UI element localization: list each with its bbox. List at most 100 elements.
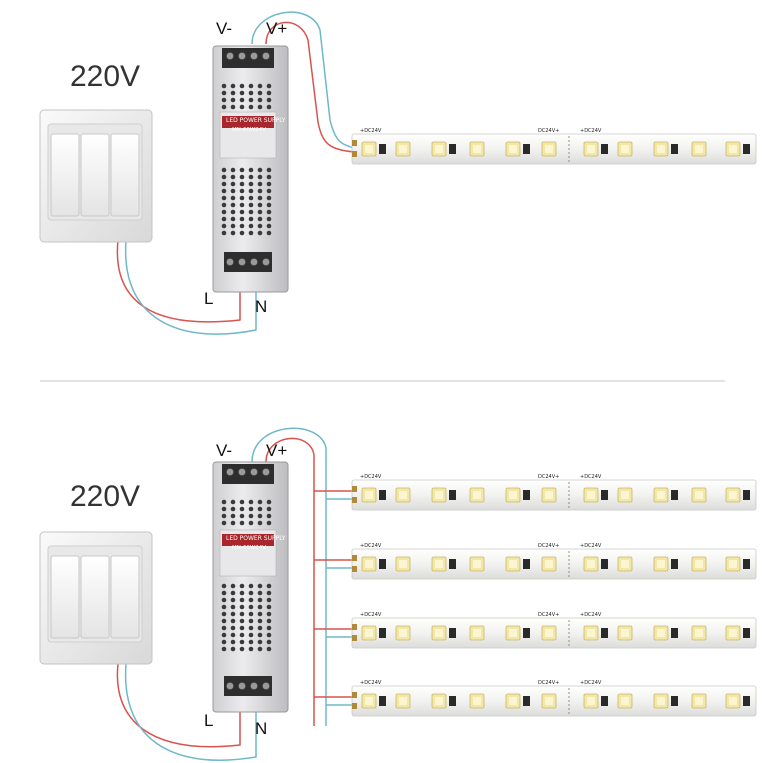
vent-hole bbox=[257, 520, 263, 526]
vent-hole bbox=[257, 632, 263, 638]
vent-hole bbox=[239, 188, 245, 194]
led-chip-core bbox=[399, 145, 407, 153]
vent-hole bbox=[239, 181, 245, 187]
strip-mid-left: DC24V+ bbox=[538, 680, 559, 686]
vent-hole bbox=[266, 83, 272, 89]
vent-hole bbox=[257, 625, 263, 631]
vent-hole bbox=[266, 209, 272, 215]
led-chip-core bbox=[365, 145, 373, 153]
strip-mid-right: +DC24V bbox=[580, 474, 602, 480]
vent-hole bbox=[221, 223, 227, 229]
resistor bbox=[671, 628, 678, 638]
vent-hole bbox=[266, 506, 272, 512]
vent-hole bbox=[257, 181, 263, 187]
led-chip-core bbox=[509, 629, 517, 637]
solder-pad bbox=[352, 566, 357, 572]
vent-hole bbox=[239, 625, 245, 631]
vent-hole bbox=[266, 632, 272, 638]
resistor bbox=[601, 559, 608, 569]
led-chip-core bbox=[399, 491, 407, 499]
vent-hole bbox=[257, 597, 263, 603]
led-chip-core bbox=[729, 145, 737, 153]
terminal-v-minus: V- bbox=[216, 441, 232, 460]
vent-hole bbox=[221, 590, 227, 596]
vent-hole bbox=[230, 230, 236, 236]
solder-pad bbox=[352, 140, 357, 146]
vent-hole bbox=[230, 597, 236, 603]
vent-hole bbox=[239, 583, 245, 589]
vent-hole bbox=[257, 639, 263, 645]
solder-pad bbox=[352, 497, 357, 503]
vent-hole bbox=[221, 90, 227, 96]
vent-hole bbox=[239, 611, 245, 617]
solder-pad bbox=[352, 692, 357, 698]
vent-hole bbox=[248, 618, 254, 624]
led-chip-core bbox=[545, 629, 553, 637]
vent-hole bbox=[257, 188, 263, 194]
vent-hole bbox=[239, 597, 245, 603]
resistor bbox=[523, 696, 530, 706]
vent-hole bbox=[230, 83, 236, 89]
vent-hole bbox=[266, 167, 272, 173]
led-chip-core bbox=[621, 560, 629, 568]
vent-hole bbox=[221, 202, 227, 208]
psu-model: MN-60W24V bbox=[232, 545, 266, 551]
vent-hole bbox=[230, 618, 236, 624]
vent-hole bbox=[266, 618, 272, 624]
led-chip-core bbox=[657, 697, 665, 705]
wire-neutral-blue bbox=[124, 663, 257, 761]
led-chip-core bbox=[621, 697, 629, 705]
terminal-screw bbox=[226, 468, 234, 476]
voltage-label: 220V bbox=[70, 480, 140, 513]
led-chip-core bbox=[695, 697, 703, 705]
power-supply-icon bbox=[212, 461, 289, 713]
led-chip-core bbox=[509, 560, 517, 568]
resistor bbox=[379, 628, 386, 638]
vent-hole bbox=[230, 167, 236, 173]
vent-hole bbox=[239, 223, 245, 229]
solder-pad bbox=[352, 624, 357, 630]
vent-hole bbox=[221, 167, 227, 173]
vent-hole bbox=[230, 590, 236, 596]
solder-pad bbox=[352, 703, 357, 709]
strip-mid-right: +DC24V bbox=[580, 680, 602, 686]
vent-hole bbox=[257, 97, 263, 103]
vent-hole bbox=[230, 646, 236, 652]
vent-hole bbox=[221, 230, 227, 236]
vent-hole bbox=[257, 611, 263, 617]
vent-hole bbox=[221, 209, 227, 215]
resistor bbox=[743, 559, 750, 569]
vent-hole bbox=[266, 181, 272, 187]
terminal-screw bbox=[226, 52, 234, 60]
vent-hole bbox=[257, 513, 263, 519]
vent-hole bbox=[257, 230, 263, 236]
vent-hole bbox=[248, 646, 254, 652]
vent-hole bbox=[221, 611, 227, 617]
vent-hole bbox=[248, 590, 254, 596]
vent-hole bbox=[257, 618, 263, 624]
vent-hole bbox=[248, 167, 254, 173]
led-chip-core bbox=[435, 491, 443, 499]
vent-hole bbox=[239, 632, 245, 638]
resistor bbox=[743, 696, 750, 706]
led-chip-core bbox=[657, 629, 665, 637]
vent-hole bbox=[257, 506, 263, 512]
vent-hole bbox=[239, 174, 245, 180]
strip-label: +DC24V bbox=[360, 680, 382, 686]
terminal-screw bbox=[226, 258, 234, 266]
resistor bbox=[523, 490, 530, 500]
vent-hole bbox=[221, 618, 227, 624]
resistor bbox=[601, 628, 608, 638]
vent-hole bbox=[266, 202, 272, 208]
wall-switch-icon bbox=[39, 531, 153, 665]
vent-hole bbox=[239, 499, 245, 505]
led-chip-core bbox=[365, 629, 373, 637]
vent-hole bbox=[266, 230, 272, 236]
vent-hole bbox=[221, 583, 227, 589]
led-chip-core bbox=[545, 145, 553, 153]
vent-hole bbox=[257, 209, 263, 215]
vent-hole bbox=[266, 188, 272, 194]
vent-hole bbox=[230, 499, 236, 505]
resistor bbox=[449, 628, 456, 638]
resistor bbox=[671, 144, 678, 154]
